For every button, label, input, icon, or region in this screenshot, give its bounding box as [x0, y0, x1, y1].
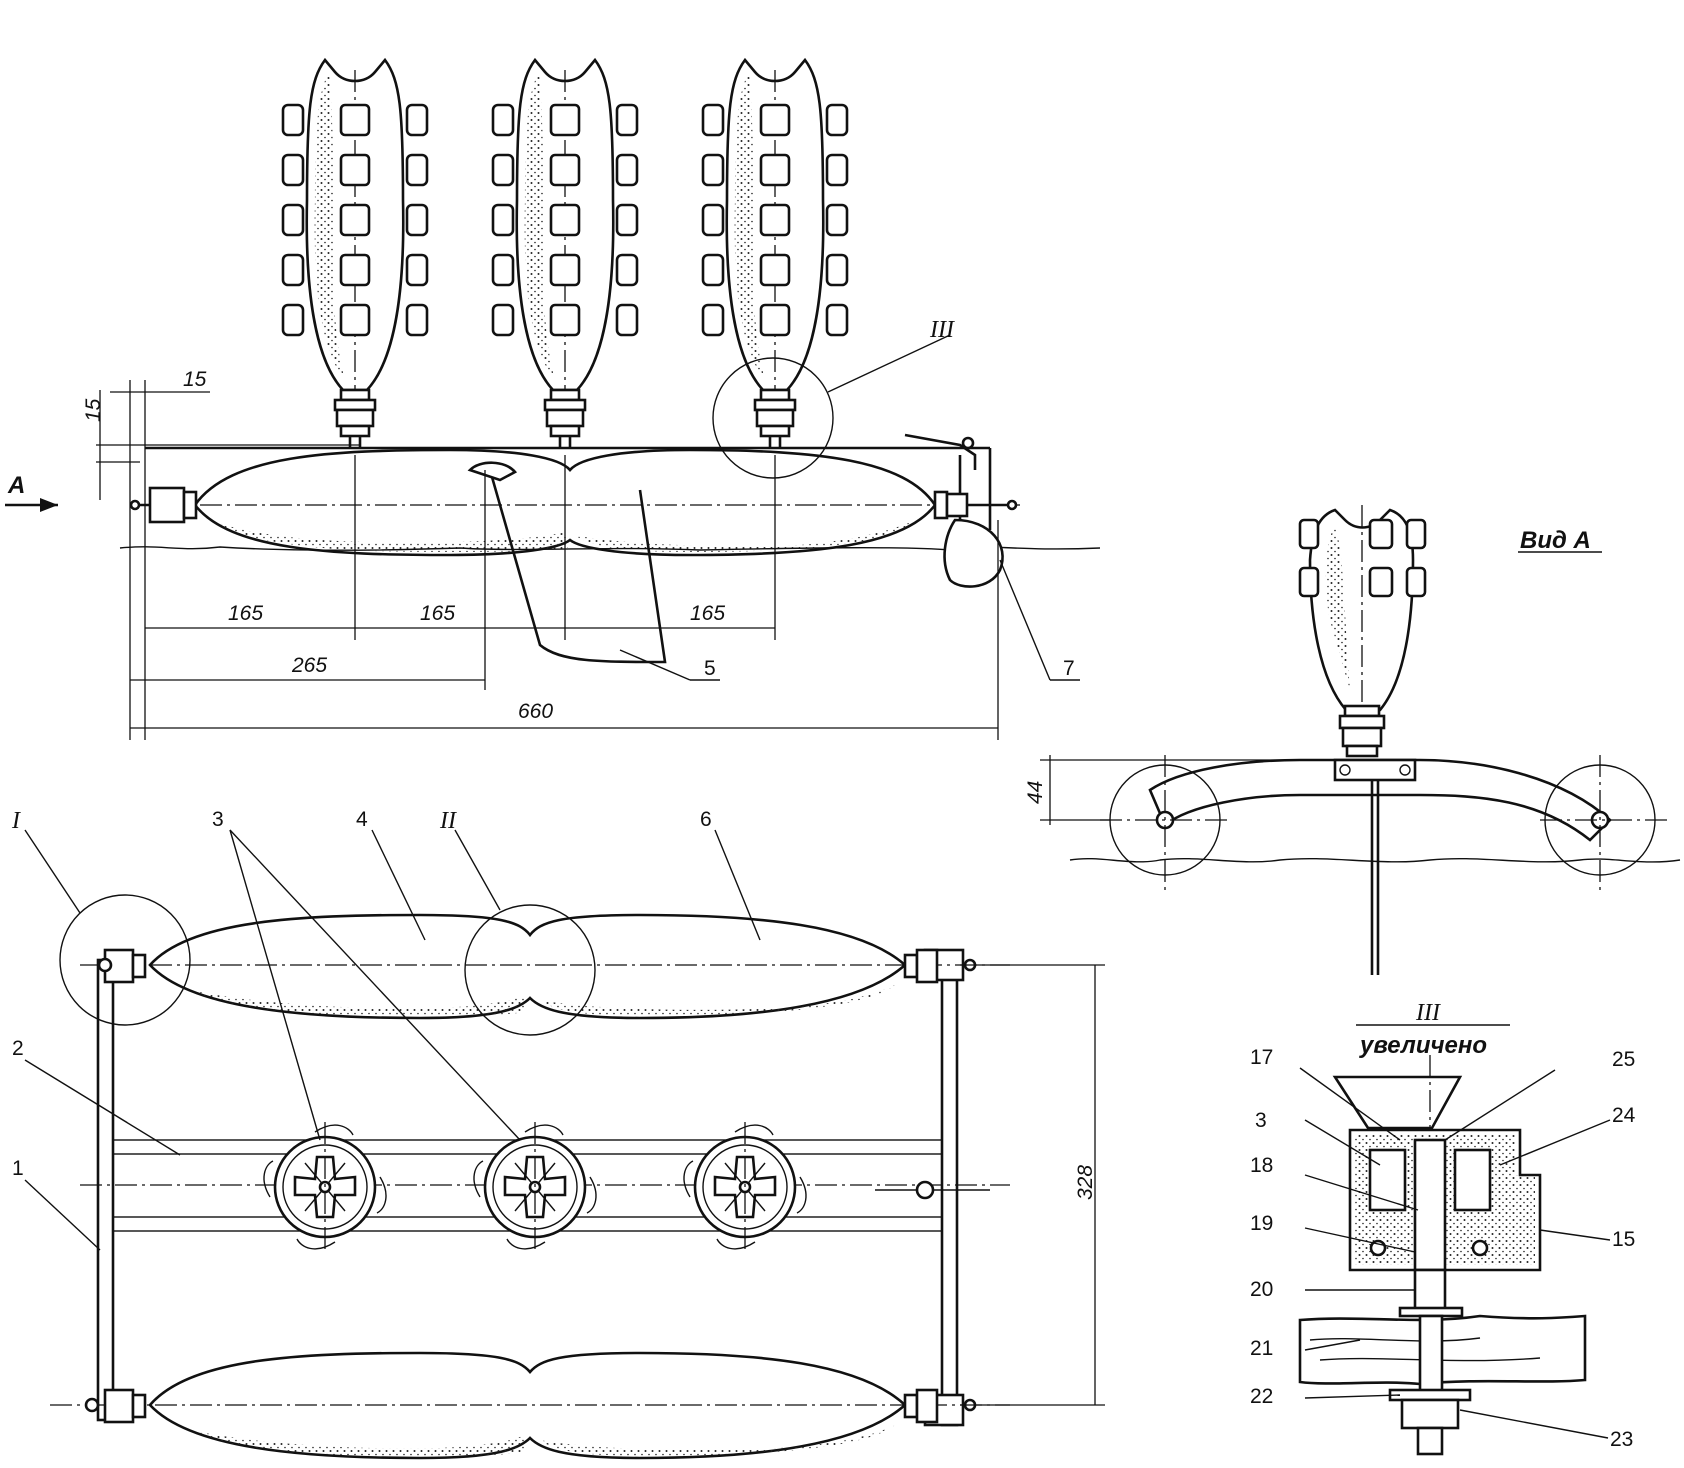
part-label-5: 5: [704, 657, 716, 680]
detail-iii-enlarged: III увеличено 17 3 18 19 20: [1250, 1000, 1636, 1456]
part-label-1: 1: [12, 1157, 24, 1180]
detail-ii-label: II: [439, 808, 457, 834]
enlarged-subtitle: увеличено: [1359, 1032, 1487, 1059]
dim-165-c: 165: [690, 602, 725, 625]
side-view: III A 15 15 165 165 165 265 660 5: [5, 58, 1101, 740]
part-label-25: 25: [1612, 1048, 1635, 1071]
dim-165-b: 165: [420, 602, 455, 625]
dim-660: 660: [518, 700, 553, 723]
dim-15-vertical: 15: [82, 398, 105, 422]
detail-i-circle: [59, 894, 191, 1026]
part-label-20: 20: [1250, 1278, 1273, 1301]
bottle-1: [281, 58, 429, 450]
dim-44: 44: [1024, 781, 1047, 804]
part-label-2: 2: [12, 1037, 24, 1060]
view-arrow-label: A: [7, 472, 25, 499]
dim-165-a: 165: [228, 602, 263, 625]
part-label-7: 7: [1063, 657, 1075, 680]
part-label-3b: 3: [1255, 1109, 1267, 1132]
detail-i-label: I: [11, 808, 21, 834]
detail-ii-circle: [464, 904, 596, 1036]
view-a-title: Вид А: [1520, 527, 1591, 554]
detail-iii-circle: [712, 357, 834, 479]
part-label-19: 19: [1250, 1212, 1273, 1235]
rotor-3: [682, 1120, 808, 1254]
rotor-2: [472, 1120, 598, 1254]
dim-328: 328: [1074, 1165, 1097, 1200]
part-label-17: 17: [1250, 1046, 1273, 1069]
top-view: I II 3 4 6 2 1 328: [11, 808, 1105, 1460]
dim-265: 265: [291, 654, 327, 677]
view-a: Вид А: [1024, 505, 1681, 975]
part-label-22: 22: [1250, 1385, 1273, 1408]
bottle-2: [491, 58, 639, 450]
enlarged-title: III: [1415, 1000, 1441, 1026]
part-label-24: 24: [1612, 1104, 1636, 1127]
part-label-21: 21: [1250, 1337, 1273, 1360]
part-label-6: 6: [700, 808, 712, 831]
rotor-1: [262, 1120, 388, 1254]
dim-15-horizontal: 15: [183, 368, 207, 391]
frame-left-bar: [96, 958, 115, 1422]
part-label-18: 18: [1250, 1154, 1273, 1177]
detail-iii-label: III: [929, 317, 955, 343]
part-label-3: 3: [212, 808, 224, 831]
part-label-23: 23: [1610, 1428, 1633, 1451]
part-label-4: 4: [356, 808, 368, 831]
part-label-15: 15: [1612, 1228, 1635, 1251]
